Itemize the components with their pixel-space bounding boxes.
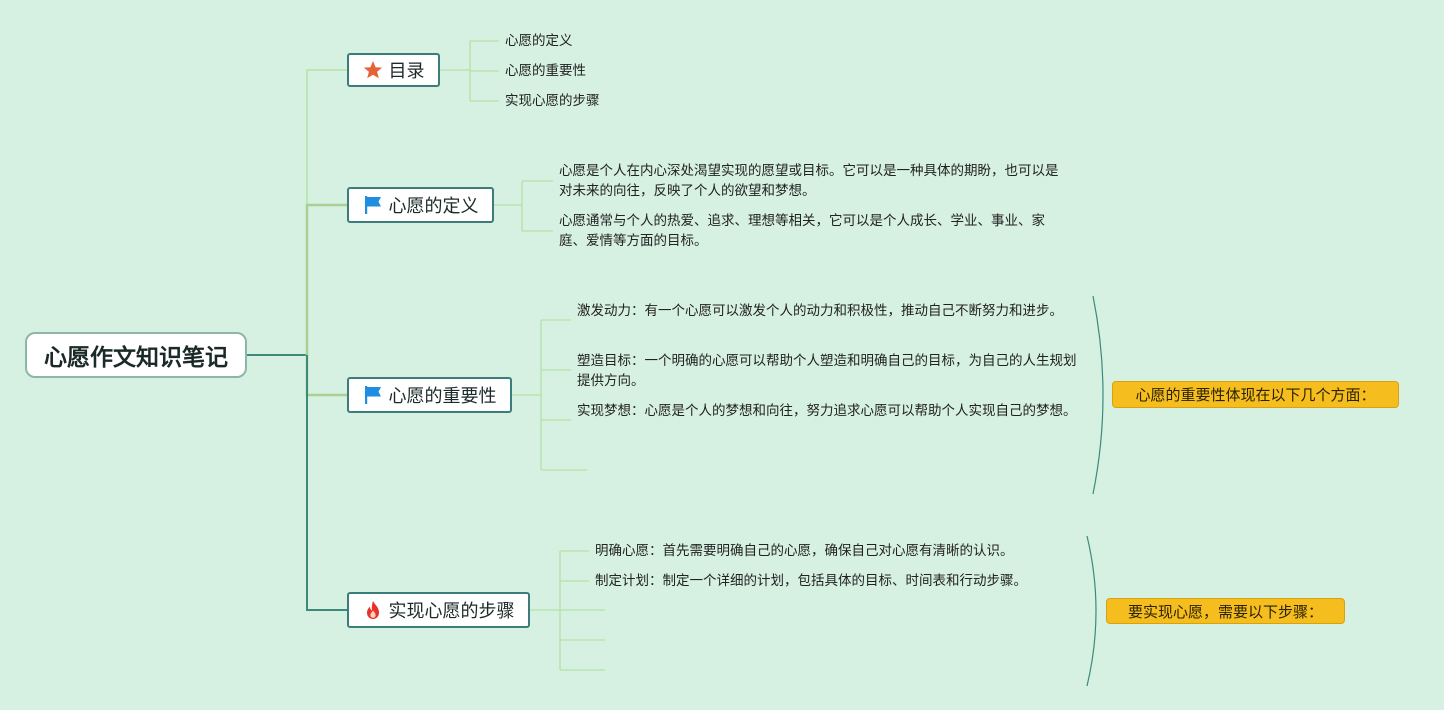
topic-steps[interactable]: 实现心愿的步骤 [347, 592, 530, 628]
connector-lines [247, 40, 1104, 687]
subtopic-importance-1[interactable]: 激发动力：有一个心愿可以激发个人的动力和积极性，推动自己不断努力和进步。 [577, 303, 1063, 319]
topic-label: 目录 [388, 61, 425, 82]
summary-bracket-steps [1086, 535, 1097, 687]
subtopic-toc-3[interactable]: 实现心愿的步骤 [505, 93, 600, 109]
topic-connector-steps [306, 355, 347, 611]
summary-callout-importance[interactable]: 心愿的重要性体现在以下几个方面： [1112, 381, 1399, 408]
topic-toc[interactable]: 目录 [347, 53, 440, 87]
topic-label: 心愿的定义 [388, 196, 479, 217]
fire-icon [363, 600, 383, 620]
root-node[interactable]: 心愿作文知识笔记 [25, 332, 247, 378]
subtopic-toc-1[interactable]: 心愿的定义 [505, 33, 573, 49]
topic-importance[interactable]: 心愿的重要性 [347, 377, 512, 413]
topic-label: 心愿的重要性 [388, 386, 497, 407]
summary-bracket-importance [1092, 295, 1104, 495]
topic-connector-toc [306, 69, 347, 355]
subtopic-steps-2[interactable]: 制定计划：制定一个详细的计划，包括具体的目标、时间表和行动步骤。 [595, 573, 1027, 589]
topic-connector-importance [305, 355, 347, 397]
subtopic-importance-3[interactable]: 实现梦想：心愿是个人的梦想和向往，努力追求心愿可以帮助个人实现自己的梦想。 [577, 403, 1077, 419]
subtopic-toc-2[interactable]: 心愿的重要性 [505, 63, 586, 79]
star-icon [363, 60, 383, 80]
flag-icon [363, 385, 383, 405]
topic-label: 实现心愿的步骤 [388, 601, 515, 622]
subtopic-definition-1[interactable]: 心愿是个人在内心深处渴望实现的愿望或目标。它可以是一种具体的期盼，也可以是对未来… [559, 163, 1059, 199]
subtopic-definition-2[interactable]: 心愿通常与个人的热爱、追求、理想等相关，它可以是个人成长、学业、事业、家庭、爱情… [559, 213, 1045, 249]
topic-connector-definition [305, 203, 347, 355]
subtopic-importance-2[interactable]: 塑造目标：一个明确的心愿可以帮助个人塑造和明确自己的目标，为自己的人生规划提供方… [577, 353, 1077, 389]
subtopic-steps-1[interactable]: 明确心愿：首先需要明确自己的心愿，确保自己对心愿有清晰的认识。 [595, 543, 1014, 559]
topic-definition[interactable]: 心愿的定义 [347, 187, 494, 223]
summary-callout-steps[interactable]: 要实现心愿，需要以下步骤： [1106, 598, 1345, 624]
root-title: 心愿作文知识笔记 [44, 345, 228, 371]
flag-icon [363, 195, 383, 215]
